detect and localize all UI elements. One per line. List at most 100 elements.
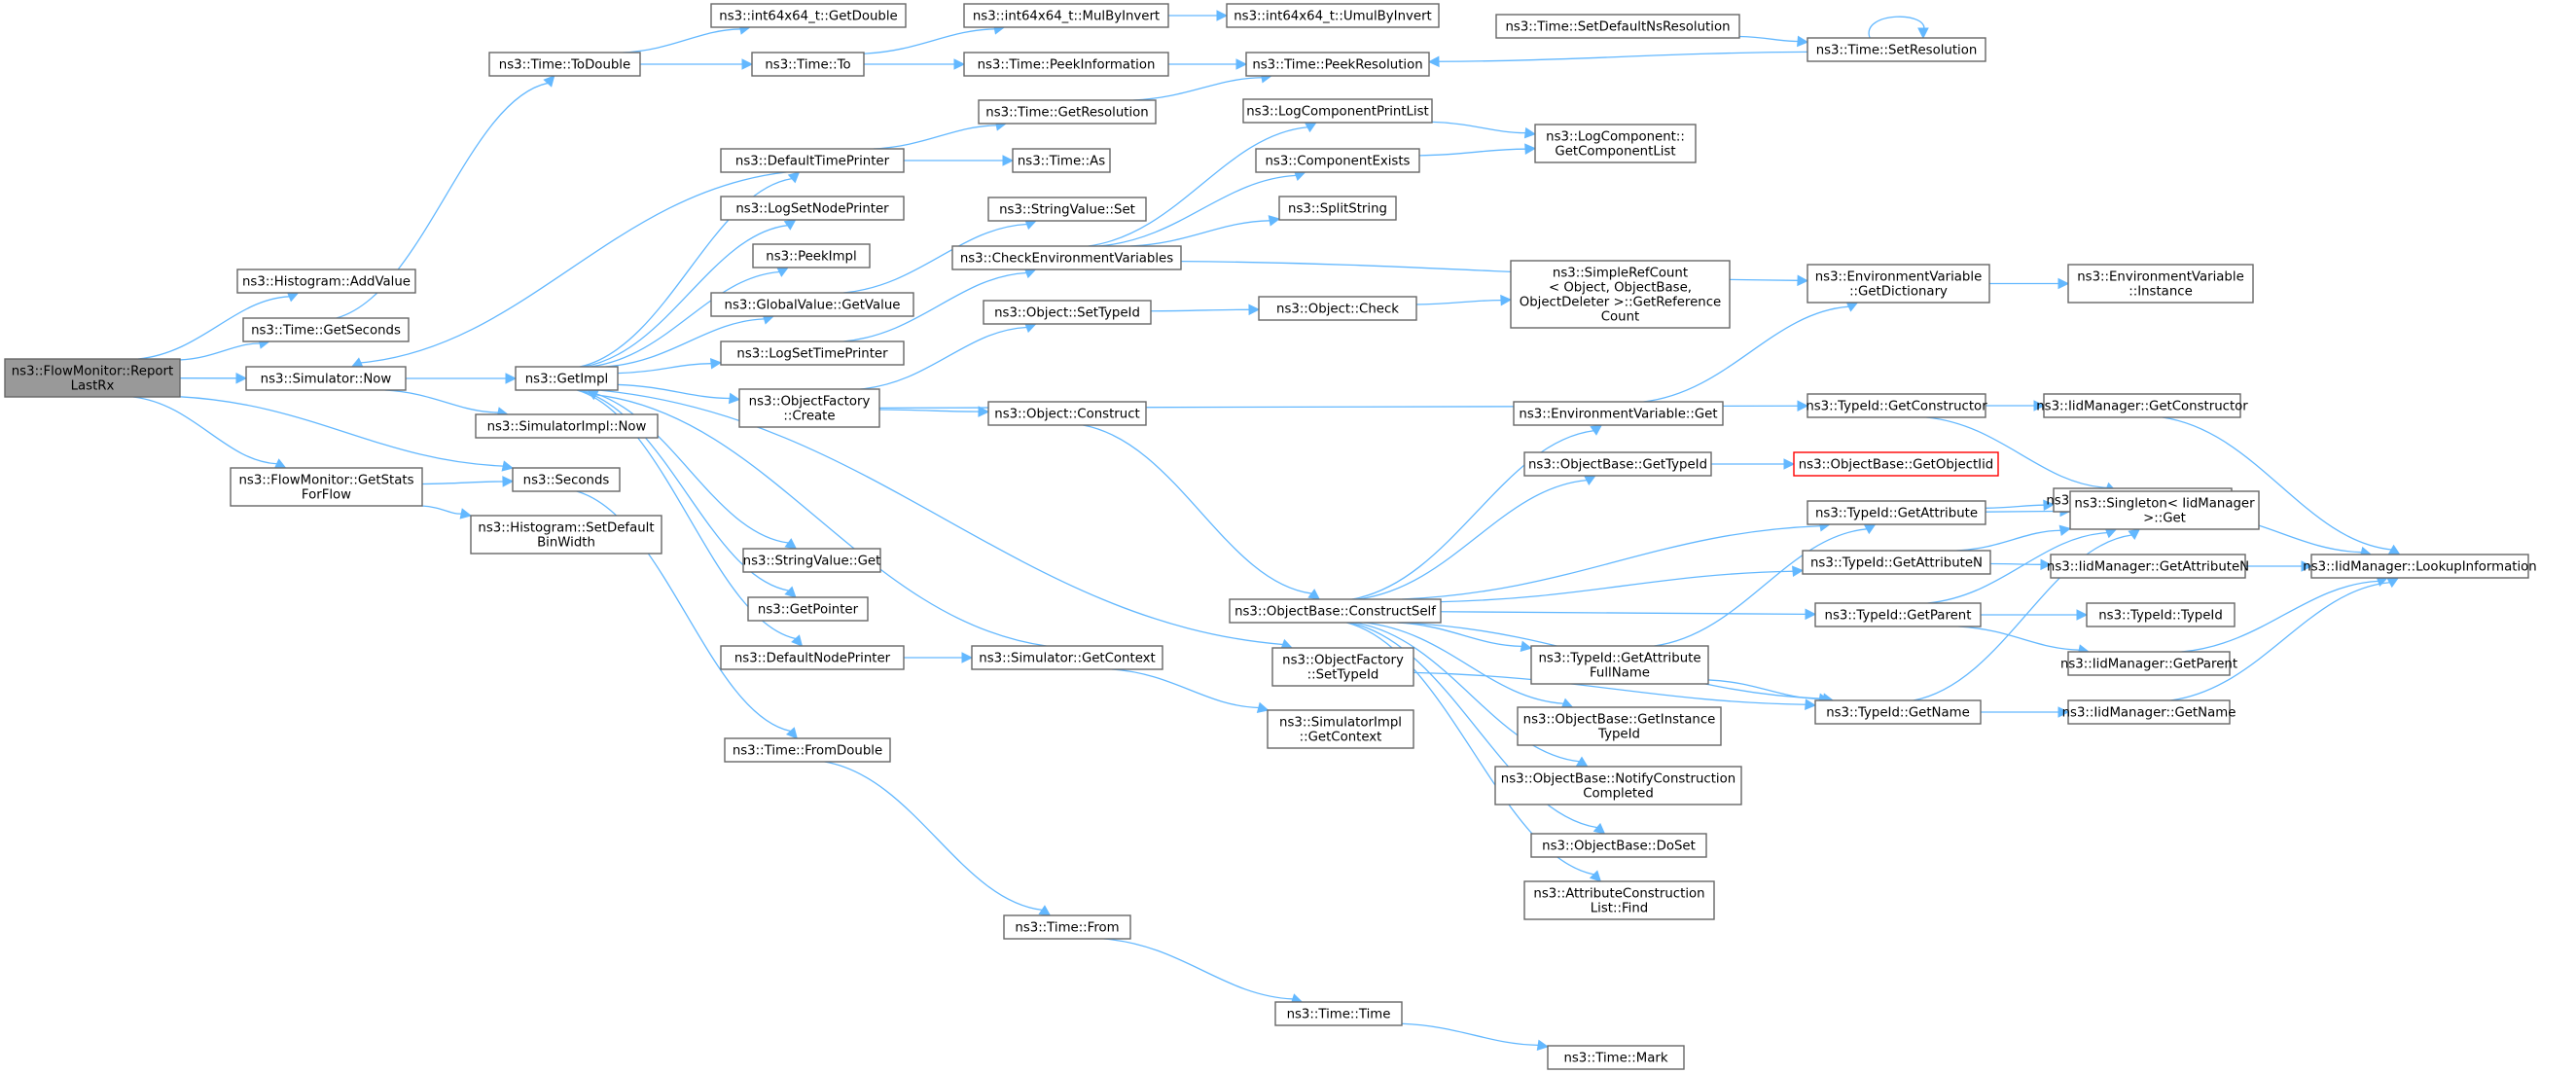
- edge-line: [1985, 510, 2061, 513]
- graph-node-getImpl[interactable]: ns3::GetImpl: [515, 366, 619, 391]
- node-box: [747, 596, 869, 622]
- graph-node-logSetTimePrinter[interactable]: ns3::LogSetTimePrinter: [720, 340, 905, 366]
- call-edge-objCheck-to-simpleRefCount: [1415, 294, 1513, 306]
- graph-node-setRes[interactable]: ns3::Time::SetResolution: [1807, 37, 1986, 62]
- node-label: ns3::LogComponent::: [1546, 130, 1685, 145]
- graph-node-objFactSetTypeId[interactable]: ns3::ObjectFactory::SetTypeId: [1271, 647, 1414, 687]
- graph-node-i64UmulByInvert[interactable]: ns3::int64x64_t::UmulByInvert: [1226, 3, 1440, 28]
- graph-node-objBaseNotify[interactable]: ns3::ObjectBase::NotifyConstructionCompl…: [1494, 766, 1742, 806]
- graph-node-typeIdGetCtor[interactable]: ns3::TypeId::GetConstructor: [1806, 393, 1987, 418]
- node-label: ns3::PeekImpl: [766, 250, 856, 265]
- graph-node-timeFrom[interactable]: ns3::Time::From: [1003, 914, 1131, 940]
- node-label: ns3::ComponentExists: [1265, 155, 1410, 169]
- graph-node-timeTime[interactable]: ns3::Time::Time: [1274, 1001, 1403, 1026]
- edge-arrowhead: [791, 634, 804, 647]
- node-box: [1523, 880, 1715, 920]
- node-label: ns3::SplitString: [1288, 202, 1387, 217]
- edge-line: [1738, 35, 1799, 43]
- node-label: ns3::Time::GetResolution: [985, 106, 1148, 121]
- node-box: [1807, 37, 1986, 62]
- graph-node-logCompGetList[interactable]: ns3::LogComponent::GetComponentList: [1534, 124, 1697, 163]
- node-box: [1530, 833, 1707, 858]
- graph-node-typeIdGetName[interactable]: ns3::TypeId::GetName: [1814, 699, 1982, 725]
- graph-node-simpleRefCount[interactable]: ns3::SimpleRefCount< Object, ObjectBase,…: [1510, 260, 1731, 329]
- graph-node-objBaseDoSet[interactable]: ns3::ObjectBase::DoSet: [1530, 833, 1707, 858]
- node-label: ns3::int64x64_t::MulByInvert: [973, 10, 1160, 24]
- graph-node-objSetTypeId[interactable]: ns3::Object::SetTypeId: [983, 300, 1152, 325]
- edge-arrowhead: [1797, 274, 1809, 287]
- edge-line: [605, 318, 765, 368]
- graph-node-peekImpl[interactable]: ns3::PeekImpl: [752, 243, 871, 268]
- edge-line: [878, 409, 980, 412]
- graph-node-timeMark[interactable]: ns3::Time::Mark: [1547, 1045, 1685, 1070]
- graph-node-checkEnvVars[interactable]: ns3::CheckEnvironmentVariables: [951, 245, 1182, 270]
- graph-node-typeIdTypeId[interactable]: ns3::TypeId::TypeId: [2086, 602, 2236, 627]
- graph-node-getPointer[interactable]: ns3::GetPointer: [747, 596, 869, 622]
- graph-node-defTimePrinter[interactable]: ns3::DefaultTimePrinter: [720, 148, 905, 173]
- graph-node-objBaseGetObjectIid[interactable]: ns3::ObjectBase::GetObjectIid: [1793, 451, 1999, 477]
- node-label: ns3::Histogram::SetDefault: [478, 521, 654, 536]
- graph-node-objFactCreate[interactable]: ns3::ObjectFactory::Create: [738, 388, 880, 428]
- node-box: [2069, 490, 2260, 530]
- graph-node-stringValueGet[interactable]: ns3::StringValue::Get: [742, 548, 881, 573]
- call-edge-getImpl-to-defNodePrinter: [576, 389, 804, 647]
- graph-node-setDefNsRes[interactable]: ns3::Time::SetDefaultNsResolution: [1495, 14, 1740, 39]
- graph-node-gvGetValue[interactable]: ns3::GlobalValue::GetValue: [710, 292, 914, 317]
- graph-node-getRes[interactable]: ns3::Time::GetResolution: [978, 99, 1157, 125]
- graph-node-envVarGet[interactable]: ns3::EnvironmentVariable::Get: [1513, 401, 1724, 426]
- graph-node-defNodePrinter[interactable]: ns3::DefaultNodePrinter: [720, 645, 905, 670]
- graph-node-seconds[interactable]: ns3::Seconds: [512, 467, 621, 492]
- graph-node-timeFromDouble[interactable]: ns3::Time::FromDouble: [724, 737, 891, 763]
- edge-arrowhead: [1307, 589, 1321, 600]
- graph-node-typeIdGetAttr[interactable]: ns3::TypeId::GetAttribute: [1807, 500, 1986, 525]
- graph-node-objConstruct[interactable]: ns3::Object::Construct: [987, 401, 1147, 426]
- graph-node-stringValueSet[interactable]: ns3::StringValue::Set: [987, 197, 1147, 222]
- graph-node-splitString[interactable]: ns3::SplitString: [1278, 196, 1397, 221]
- graph-node-logSetNodePrinter[interactable]: ns3::LogSetNodePrinter: [720, 196, 905, 221]
- edge-line: [595, 394, 1047, 647]
- graph-node-logCompPrintList[interactable]: ns3::LogComponentPrintList: [1242, 98, 1433, 124]
- call-edge-typeIdGetCtor-to-iidGetCtor: [1985, 400, 2046, 412]
- graph-node-simGetContext[interactable]: ns3::Simulator::GetContext: [971, 645, 1163, 670]
- graph-node-iidGetParent[interactable]: ns3::IidManager::GetParent: [2060, 651, 2237, 676]
- node-label: >::Get: [2143, 512, 2186, 526]
- graph-node-iidLookup[interactable]: ns3::IidManager::LookupInformation: [2303, 554, 2537, 579]
- graph-node-iidGetName[interactable]: ns3::IidManager::GetName: [2062, 699, 2236, 725]
- graph-node-singletonGet[interactable]: ns3::Singleton< IidManager>::Get: [2069, 490, 2260, 530]
- graph-node-timeAs[interactable]: ns3::Time::As: [1012, 148, 1111, 173]
- graph-node-typeIdGetParent[interactable]: ns3::TypeId::GetParent: [1814, 602, 1982, 627]
- graph-node-toDouble[interactable]: ns3::Time::ToDouble: [488, 52, 641, 77]
- call-edge-root-to-getStats: [132, 396, 287, 469]
- graph-node-objBaseConstructSelf[interactable]: ns3::ObjectBase::ConstructSelf: [1229, 598, 1442, 624]
- graph-node-simImplGetContext[interactable]: ns3::SimulatorImpl::GetContext: [1267, 709, 1414, 749]
- graph-node-objBaseGetTypeId[interactable]: ns3::ObjectBase::GetTypeId: [1523, 451, 1712, 477]
- graph-node-iidGetAttrN[interactable]: ns3::IidManager::GetAttributeN: [2047, 554, 2249, 579]
- graph-node-timeTo[interactable]: ns3::Time::To: [751, 52, 865, 77]
- edge-arrowhead: [543, 75, 555, 88]
- graph-node-iidGetCtor[interactable]: ns3::IidManager::GetConstructor: [2036, 393, 2248, 418]
- graph-node-compExists[interactable]: ns3::ComponentExists: [1255, 148, 1420, 173]
- graph-node-simImplNow[interactable]: ns3::SimulatorImpl::Now: [475, 413, 659, 439]
- graph-node-envVarGetDict[interactable]: ns3::EnvironmentVariable::GetDictionary: [1807, 264, 1990, 304]
- graph-node-getSeconds[interactable]: ns3::Time::GetSeconds: [242, 317, 410, 342]
- edge-arrowhead: [1235, 58, 1248, 70]
- graph-node-addValue[interactable]: ns3::Histogram::AddValue: [236, 268, 416, 294]
- graph-node-i64MulByInvert[interactable]: ns3::int64x64_t::MulByInvert: [963, 3, 1169, 28]
- edge-arrowhead: [787, 171, 801, 184]
- node-label: ns3::DefaultTimePrinter: [735, 155, 890, 169]
- graph-node-i64GetDouble[interactable]: ns3::int64x64_t::GetDouble: [710, 3, 907, 28]
- graph-node-typeIdGetAttrN[interactable]: ns3::TypeId::GetAttributeN: [1802, 550, 1991, 575]
- graph-node-peekRes[interactable]: ns3::Time::PeekResolution: [1245, 52, 1430, 77]
- graph-node-envVarInstance[interactable]: ns3::EnvironmentVariable::Instance: [2067, 264, 2254, 304]
- graph-node-objCheck[interactable]: ns3::Object::Check: [1258, 296, 1417, 321]
- edge-line: [421, 505, 462, 515]
- edge-line: [1927, 532, 2108, 604]
- graph-node-simNow[interactable]: ns3::Simulator::Now: [245, 366, 407, 391]
- graph-node-peekInfo[interactable]: ns3::Time::PeekInformation: [963, 52, 1169, 77]
